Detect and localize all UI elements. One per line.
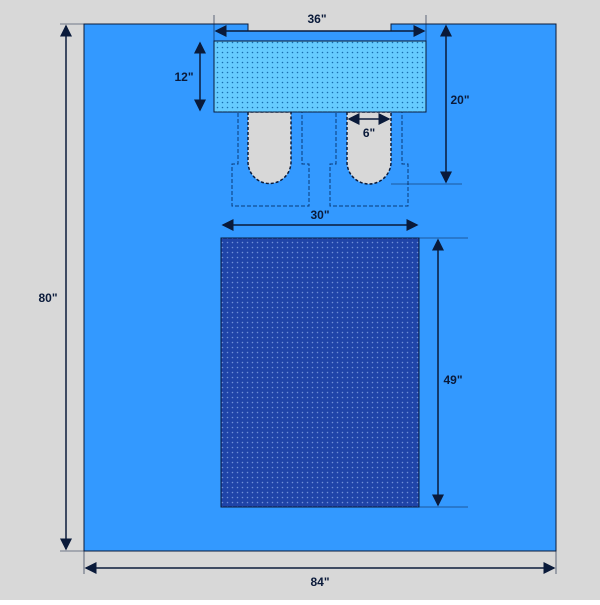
label-absorbent-width: 30": [310, 208, 329, 222]
label-top-panel-height: 12": [174, 70, 193, 84]
leg-opening-left: [247, 111, 292, 185]
leg-cuff-outlines: [231, 41, 409, 207]
dimension-lines: [60, 15, 557, 574]
reinforced-panel-texture: [214, 41, 426, 112]
label-leg-opening-width: 6": [363, 126, 375, 140]
absorbent-area-texture: [221, 238, 419, 507]
label-overall-width: 84": [310, 575, 329, 589]
label-absorbent-height: 49": [443, 373, 462, 387]
label-leg-opening-depth: 20": [450, 93, 469, 107]
label-overall-height: 80": [38, 291, 57, 305]
label-top-panel-width: 36": [307, 12, 326, 26]
leg-opening-right: [346, 111, 392, 185]
